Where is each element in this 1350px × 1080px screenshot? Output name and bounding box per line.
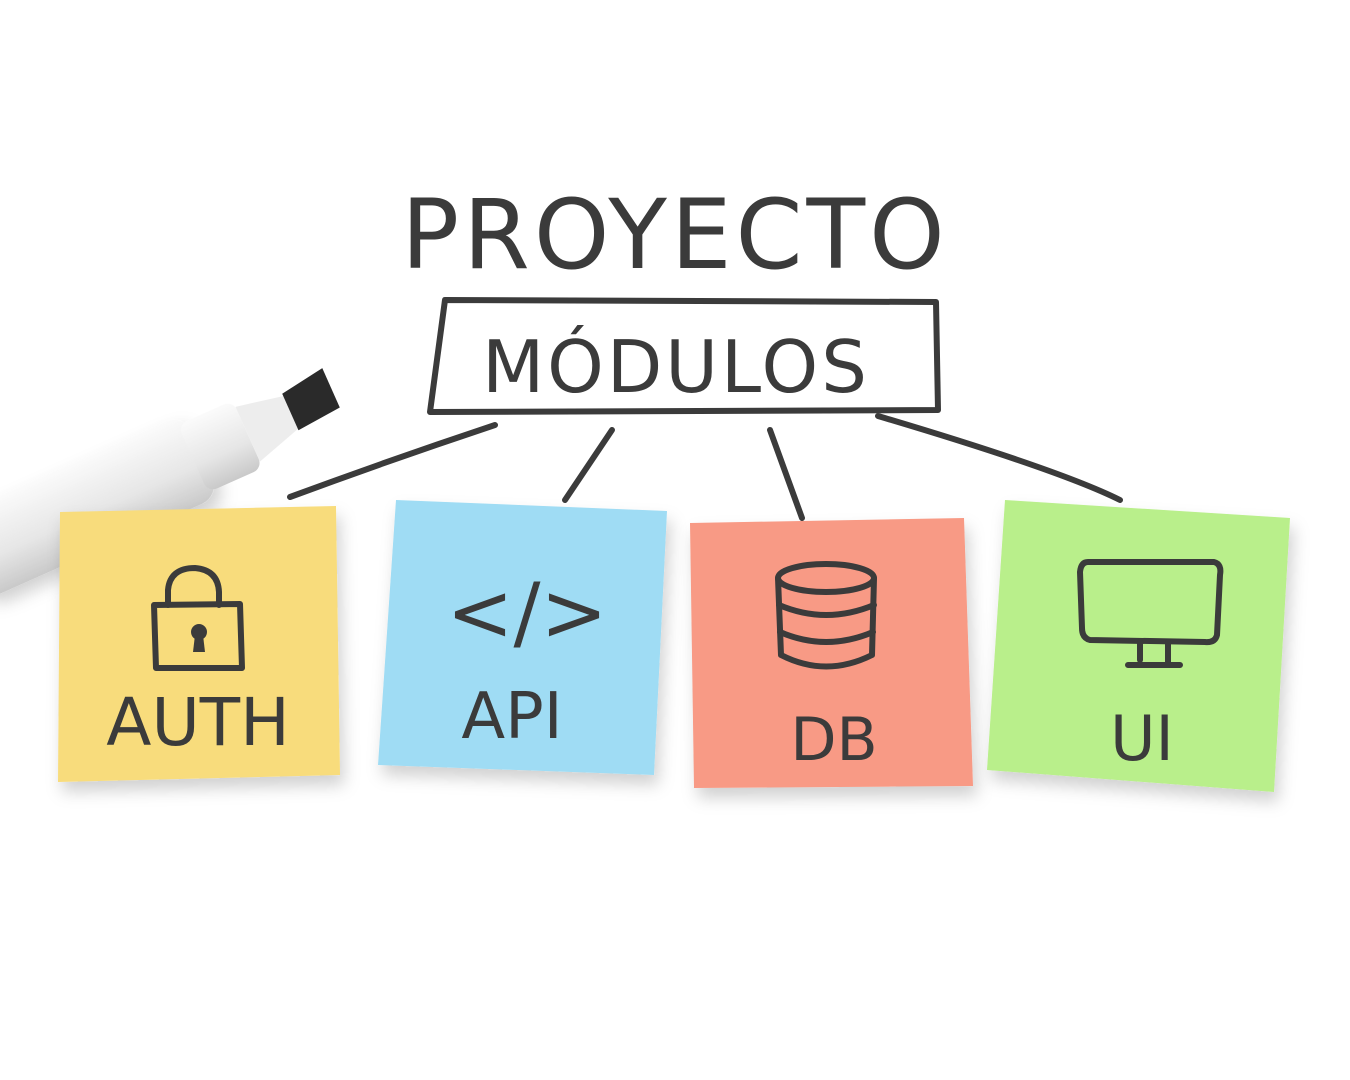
note-ui-label: UI	[1110, 702, 1174, 775]
modules-label: MÓDULOS	[482, 325, 870, 409]
modules-box	[427, 297, 941, 415]
title: PROYECTO	[401, 179, 948, 291]
note-api	[378, 500, 667, 775]
code-icon: </>	[446, 566, 607, 659]
note-auth-label: AUTH	[106, 684, 289, 761]
note-db	[690, 518, 973, 788]
connector-lines	[287, 413, 1123, 521]
lock-icon	[151, 565, 245, 671]
monitor-icon	[1077, 559, 1224, 668]
database-icon	[775, 561, 877, 670]
note-db-label: DB	[790, 705, 877, 775]
marker	[0, 368, 340, 596]
note-api-label: API	[461, 680, 562, 754]
